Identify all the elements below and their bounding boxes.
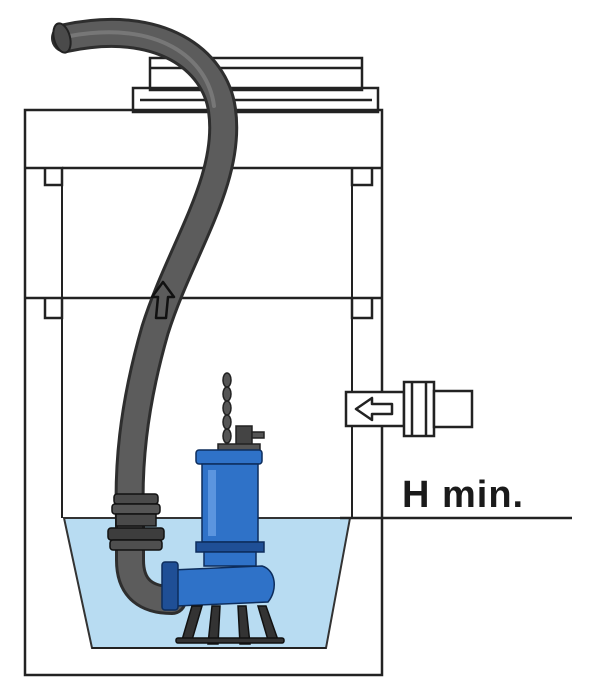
pump-stand [175,605,285,645]
lifting-chain [222,372,232,444]
h-min-label: H min. [402,474,525,516]
pipe-coupling [107,493,165,551]
tank-lid [131,56,380,114]
submersible-pump [161,372,275,611]
tank-inner-walls [61,168,353,649]
pipe-outlet-end [52,22,72,54]
up-arrow-icon [150,280,176,320]
left-arrow-icon [354,396,394,422]
